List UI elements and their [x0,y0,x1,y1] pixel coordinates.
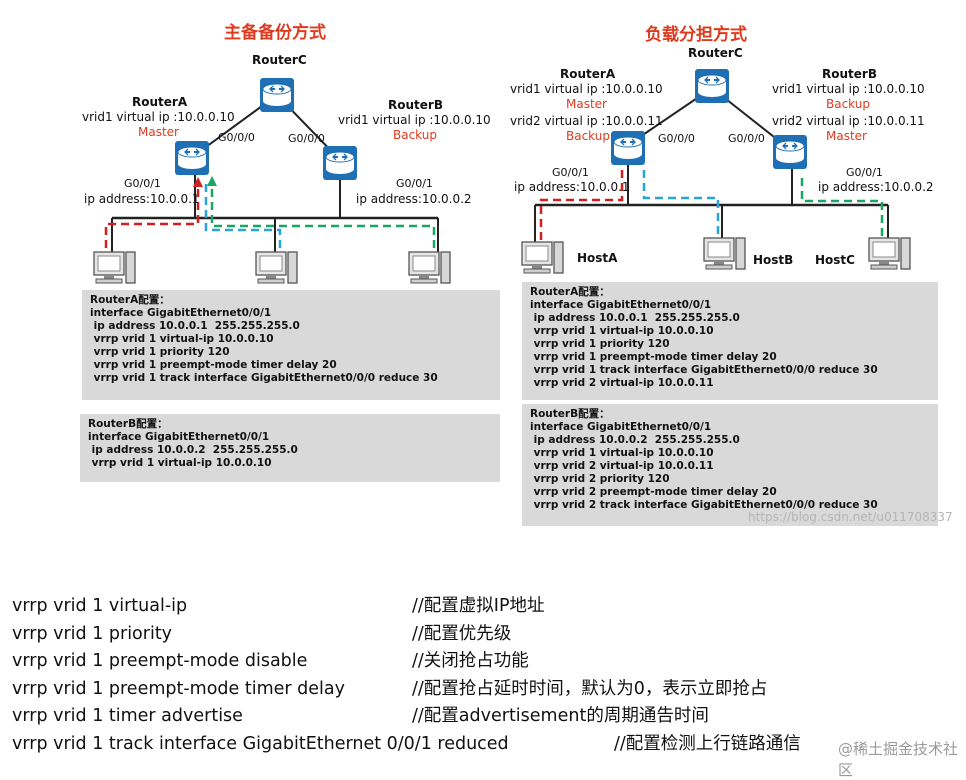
command-text: vrrp vrid 1 timer advertise [12,706,243,726]
config-line: ip address 10.0.0.1 255.255.255.0 [90,320,300,332]
right-routerB-ip: ip address:10.0.0.2 [818,180,934,194]
config-line: interface GigabitEthernet0/0/1 [90,307,272,319]
command-comment: //配置虚拟IP地址 [412,596,545,616]
command-text: vrrp vrid 1 virtual-ip [12,596,188,616]
config-line: vrrp vrid 1 track interface GigabitEther… [90,372,438,384]
command-text: vrrp vrid 1 track interface GigabitEther… [12,733,509,754]
right-title: 负载分担方式 [645,25,747,45]
left-routerA-icon [174,140,210,176]
right-routerC-label: RouterC [688,46,743,60]
left-routerB-ip: ip address:10.0.0.2 [356,192,472,206]
command-comment: //配置优先级 [412,623,512,644]
left-routerA-role: Master [138,125,179,139]
command-text: vrrp vrid 1 preempt-mode timer delay [12,678,345,699]
right-routerB-label: RouterB [822,67,877,81]
right-routerB-uplink: G0/0/0 [728,132,765,145]
right-watermark: https://blog.csdn.net/u011708337 [748,510,953,524]
config-line: vrrp vrid 1 virtual-ip 10.0.0.10 [530,447,714,459]
config-line: ip address 10.0.0.1 255.255.255.0 [530,312,740,324]
config-line: interface GigabitEthernet0/0/1 [530,299,712,311]
left-routerA-config: RouterA配置： interface GigabitEthernet0/0/… [82,290,500,400]
left-pc1-icon [93,251,136,284]
right-routerA-config: RouterA配置： interface GigabitEthernet0/0/… [522,282,938,400]
config-line: vrrp vrid 2 track interface GigabitEther… [530,499,878,511]
right-routerB-role1: Backup [826,97,870,111]
left-title: 主备备份方式 [224,23,326,43]
config-line: vrrp vrid 1 virtual-ip 10.0.0.10 [90,333,274,345]
command-text: vrrp vrid 1 priority [12,623,173,644]
right-routerA-role1: Master [566,97,607,111]
left-routerA-downlink: G0/0/1 [124,177,161,190]
left-routerB-downlink: G0/0/1 [396,177,433,190]
right-routerA-ip: ip address:10.0.0.1 [514,180,630,194]
right-routerA-uplink: G0/0/0 [658,132,695,145]
right-hostC-label: HostC [815,253,855,267]
left-routerB-role: Backup [393,128,437,142]
config-line: vrrp vrid 1 priority 120 [530,338,670,350]
config-line: interface GigabitEthernet0/0/1 [530,421,712,433]
right-routerA-label: RouterA [560,67,616,81]
config-line: ip address 10.0.0.2 255.255.255.0 [88,444,298,456]
config-line: interface GigabitEthernet0/0/1 [88,431,270,443]
left-routerC-icon [259,77,295,113]
command-comment: //配置advertisement的周期通告时间 [412,706,709,726]
command-comment: //配置抢占延时时间，默认为0，表示立即抢占 [412,678,768,699]
config-line: RouterB配置： [88,418,168,430]
right-routerB-config: RouterB配置： interface GigabitEthernet0/0/… [522,404,938,526]
command-comment: //关闭抢占功能 [412,651,529,671]
config-line: vrrp vrid 2 virtual-ip 10.0.0.11 [530,377,714,389]
left-pc2-icon [255,251,298,284]
right-hostA-label: HostA [577,251,618,265]
right-hostA-icon [521,241,564,274]
left-routerB-icon [322,145,358,181]
config-line: vrrp vrid 2 preempt-mode timer delay 20 [530,486,777,498]
left-pc3-icon [408,251,451,284]
left-routerB-label: RouterB [388,98,443,112]
config-line: vrrp vrid 2 virtual-ip 10.0.0.11 [530,460,714,472]
right-routerB-vip1: vrid1 virtual ip :10.0.0.10 [772,82,925,96]
command-comment: //配置检测上行链路通信 [614,733,801,754]
left-routerB-config: RouterB配置： interface GigabitEthernet0/0/… [80,414,500,482]
left-routerC-label: RouterC [252,53,307,67]
config-line: RouterA配置： [530,286,610,298]
left-topology [93,77,451,284]
right-routerA-vip2: vrid2 virtual ip :10.0.0.11 [510,114,663,128]
right-routerB-icon [772,134,808,170]
left-routerB-vip: vrid1 virtual ip :10.0.0.10 [338,113,491,127]
right-routerB-vip2: vrid2 virtual ip :10.0.0.11 [772,114,925,128]
config-line: vrrp vrid 2 priority 120 [530,473,670,485]
right-routerB-role2: Master [826,129,867,143]
command-text: vrrp vrid 1 preempt-mode disable [12,651,308,671]
network-diagram [93,68,911,284]
right-hostB-label: HostB [753,253,794,267]
config-line: vrrp vrid 1 virtual-ip 10.0.0.10 [530,325,714,337]
config-line: RouterB配置： [530,408,610,420]
left-routerA-vip: vrid1 virtual ip :10.0.0.10 [82,110,235,124]
config-line: vrrp vrid 1 track interface GigabitEther… [530,364,878,376]
right-routerA-downlink: G0/0/1 [552,166,589,179]
right-hostB-icon [703,237,746,270]
right-routerA-role2: Backup [566,129,610,143]
right-routerA-icon [610,130,646,166]
right-hostC-icon [868,237,911,270]
left-routerB-uplink: G0/0/0 [288,132,325,145]
left-routerA-ip: ip address:10.0.0.1 [84,192,200,206]
config-line: RouterA配置： [90,294,170,306]
config-line: vrrp vrid 1 preempt-mode timer delay 20 [90,359,337,371]
footer-watermark: @稀土掘金技术社区 [838,740,959,779]
right-routerC-icon [694,68,730,104]
config-line: ip address 10.0.0.2 255.255.255.0 [530,434,740,446]
right-topology [521,68,911,274]
config-line: vrrp vrid 1 priority 120 [90,346,230,358]
config-line: vrrp vrid 1 preempt-mode timer delay 20 [530,351,777,363]
config-line: vrrp vrid 1 virtual-ip 10.0.0.10 [88,457,272,469]
right-routerB-downlink: G0/0/1 [846,166,883,179]
left-routerA-uplink: G0/0/0 [218,131,255,144]
left-routerA-label: RouterA [132,95,188,109]
right-routerA-vip1: vrid1 virtual ip :10.0.0.10 [510,82,663,96]
